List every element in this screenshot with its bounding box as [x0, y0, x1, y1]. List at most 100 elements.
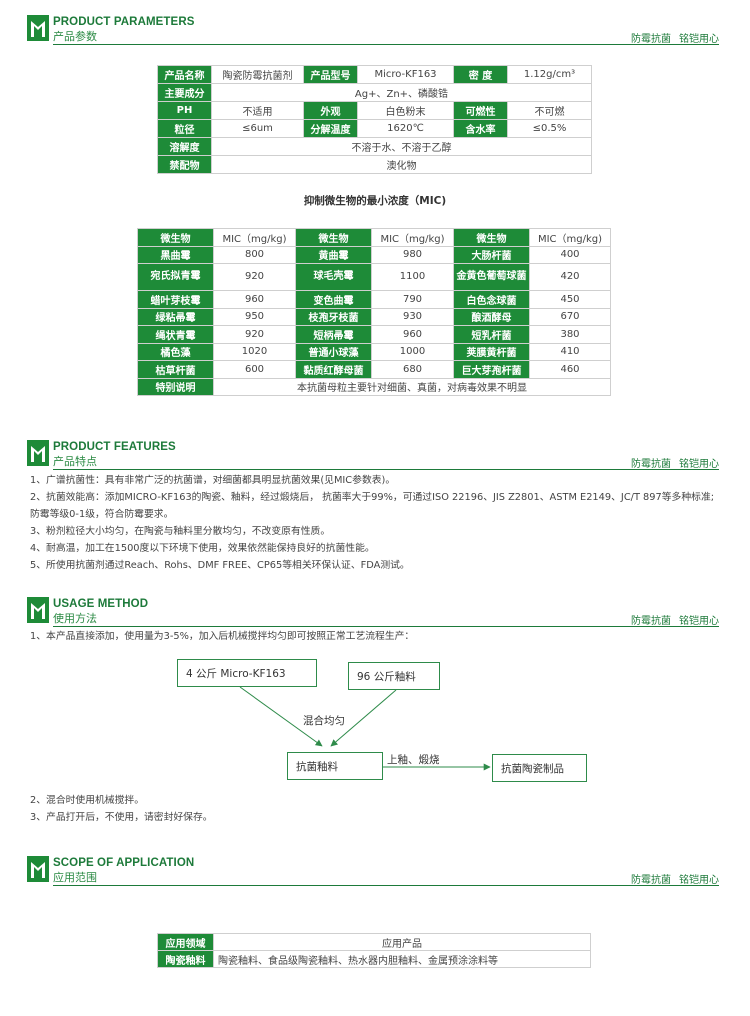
organism-name: 黄曲霉	[295, 245, 372, 264]
param-value: 白色粉末	[357, 101, 454, 120]
param-label: PH	[157, 101, 212, 120]
params-table: 产品名称 陶瓷防霉抗菌剂 产品型号 Micro-KF163 密 度 1.12g/…	[157, 65, 592, 174]
organism-name: 变色曲霉	[295, 290, 372, 309]
table-row: 粒径 ≤6um 分解温度 1620℃ 含水率 ≤0.5%	[157, 119, 592, 138]
section-title-cn: 应用范围	[53, 871, 97, 884]
section-title-en: PRODUCT PARAMETERS	[53, 16, 195, 28]
param-label: 可燃性	[453, 101, 508, 120]
mic-value: 930	[371, 307, 454, 326]
col-header-field: 应用领域	[157, 933, 214, 951]
mic-value: 460	[529, 360, 611, 379]
organism-name: 球毛壳霉	[295, 263, 372, 291]
mic-value: 950	[213, 307, 296, 326]
table-row: 特别说明 本抗菌母粒主要针对细菌、真菌，对病毒效果不明显	[137, 377, 611, 396]
brand-logo-icon	[27, 597, 49, 623]
organism-name: 蜡叶芽枝霉	[137, 290, 214, 309]
mic-value: 1100	[371, 263, 454, 291]
param-value: 1620℃	[357, 119, 454, 138]
table-row: 产品名称 陶瓷防霉抗菌剂 产品型号 Micro-KF163 密 度 1.12g/…	[157, 65, 592, 84]
section-divider	[53, 44, 719, 45]
brand-logo-icon	[27, 856, 49, 882]
table-row: 溶解度 不溶于水、不溶于乙醇	[157, 137, 592, 156]
mic-value: 450	[529, 290, 611, 309]
mic-value: 800	[213, 245, 296, 264]
mic-value: 980	[371, 245, 454, 264]
organism-name: 绳状青霉	[137, 325, 214, 344]
organism-name: 荚膜黄杆菌	[453, 342, 530, 361]
section-divider	[53, 885, 719, 886]
mic-value: 600	[213, 360, 296, 379]
section-title-en: PRODUCT FEATURES	[53, 441, 176, 453]
param-label: 溶解度	[157, 137, 212, 156]
brand-logo-icon	[27, 440, 49, 466]
flow-arrows	[239, 686, 491, 771]
table-header-row: 应用领域 应用产品	[157, 933, 591, 951]
organism-name: 酿酒酵母	[453, 307, 530, 326]
flow-box-glaze: 96 公斤釉料	[348, 662, 440, 690]
note-text: 本抗菌母粒主要针对细菌、真菌，对病毒效果不明显	[213, 377, 611, 396]
slogan: 防霉抗菌铭铠用心	[631, 459, 719, 470]
usage-notes: 2、混合时使用机械搅拌。 3、产品打开后，不使用，请密封好保存。	[30, 792, 720, 826]
organism-name: 黑曲霉	[137, 245, 214, 264]
section-divider	[53, 626, 719, 627]
feature-item: 2、抗菌效能高：添加MICRO-KF163的陶瓷、釉料，经过煅烧后， 抗菌率大于…	[30, 492, 715, 503]
section-title-en: SCOPE OF APPLICATION	[53, 857, 195, 869]
slogan: 防霉抗菌铭铠用心	[631, 616, 719, 627]
scope-field: 陶瓷釉料	[157, 950, 214, 968]
col-header-mic: MIC（mg/kg)	[529, 228, 611, 247]
table-row: 禁配物 澳化物	[157, 155, 592, 174]
table-row: 主要成分 Ag+、Zn+、磷酸锆	[157, 83, 592, 102]
section-title-en: USAGE METHOD	[53, 598, 149, 610]
organism-name: 巨大芽孢杆菌	[453, 360, 530, 379]
organism-name: 大肠杆菌	[453, 245, 530, 264]
mic-value: 790	[371, 290, 454, 309]
param-label: 粒径	[157, 119, 212, 138]
flow-box-ceramic-product: 抗菌陶瓷制品	[492, 754, 587, 782]
mic-value: 1020	[213, 342, 296, 361]
section-title-cn: 使用方法	[53, 612, 97, 625]
feature-item: 4、耐高温，加工在1500度以下环境下使用，效果依然能保持良好的抗菌性能。	[30, 543, 375, 554]
organism-name: 短乳杆菌	[453, 325, 530, 344]
mic-value: 410	[529, 342, 611, 361]
param-label: 主要成分	[157, 83, 212, 102]
organism-name: 绿粘帚霉	[137, 307, 214, 326]
organism-name: 黏质红酵母菌	[295, 360, 372, 379]
col-header-mic: MIC（mg/kg)	[213, 228, 296, 247]
param-value: ≤6um	[211, 119, 304, 138]
param-label: 产品名称	[157, 65, 212, 84]
param-value: 不适用	[211, 101, 304, 120]
section-title-cn: 产品参数	[53, 30, 97, 43]
flow-label-mix: 混合均匀	[303, 715, 345, 727]
feature-item: 5、所使用抗菌剂通过Reach、Rohs、DMF FREE、CP65等相关环保认…	[30, 560, 410, 571]
organism-name: 普通小球藻	[295, 342, 372, 361]
mic-value: 380	[529, 325, 611, 344]
section-divider	[53, 469, 719, 470]
param-label: 外观	[303, 101, 358, 120]
param-label: 密 度	[453, 65, 508, 84]
param-value: 1.12g/cm³	[507, 65, 592, 84]
section-header-scope: SCOPE OF APPLICATION 应用范围 防霉抗菌铭铠用心	[27, 856, 719, 886]
param-value: ≤0.5%	[507, 119, 592, 138]
organism-name: 橘色藻	[137, 342, 214, 361]
feature-item: 1、广谱抗菌性：具有非常广泛的抗菌谱，对细菌都具明显抗菌效果(见MIC参数表)。	[30, 475, 396, 486]
mic-value: 1000	[371, 342, 454, 361]
mic-value: 960	[213, 290, 296, 309]
mic-value: 670	[529, 307, 611, 326]
col-header-organism: 微生物	[295, 228, 372, 247]
features-list: 1、广谱抗菌性：具有非常广泛的抗菌谱，对细菌都具明显抗菌效果(见MIC参数表)。…	[30, 472, 720, 574]
organism-name: 枯草杆菌	[137, 360, 214, 379]
mic-value: 920	[213, 263, 296, 291]
mic-caption: 抑制微生物的最小浓度（MIC)	[303, 195, 447, 207]
flow-label-glaze-fire: 上釉、煅烧	[387, 754, 440, 766]
param-value: 澳化物	[211, 155, 592, 174]
organism-name: 枝孢牙枝菌	[295, 307, 372, 326]
mic-value: 680	[371, 360, 454, 379]
mic-table: 微生物 MIC（mg/kg) 微生物 MIC（mg/kg) 微生物 MIC（mg…	[137, 228, 611, 396]
table-row: 陶瓷釉料 陶瓷釉料、食品级陶瓷釉料、热水器内胆釉料、金属预涂涂料等	[157, 950, 591, 968]
param-label: 禁配物	[157, 155, 212, 174]
